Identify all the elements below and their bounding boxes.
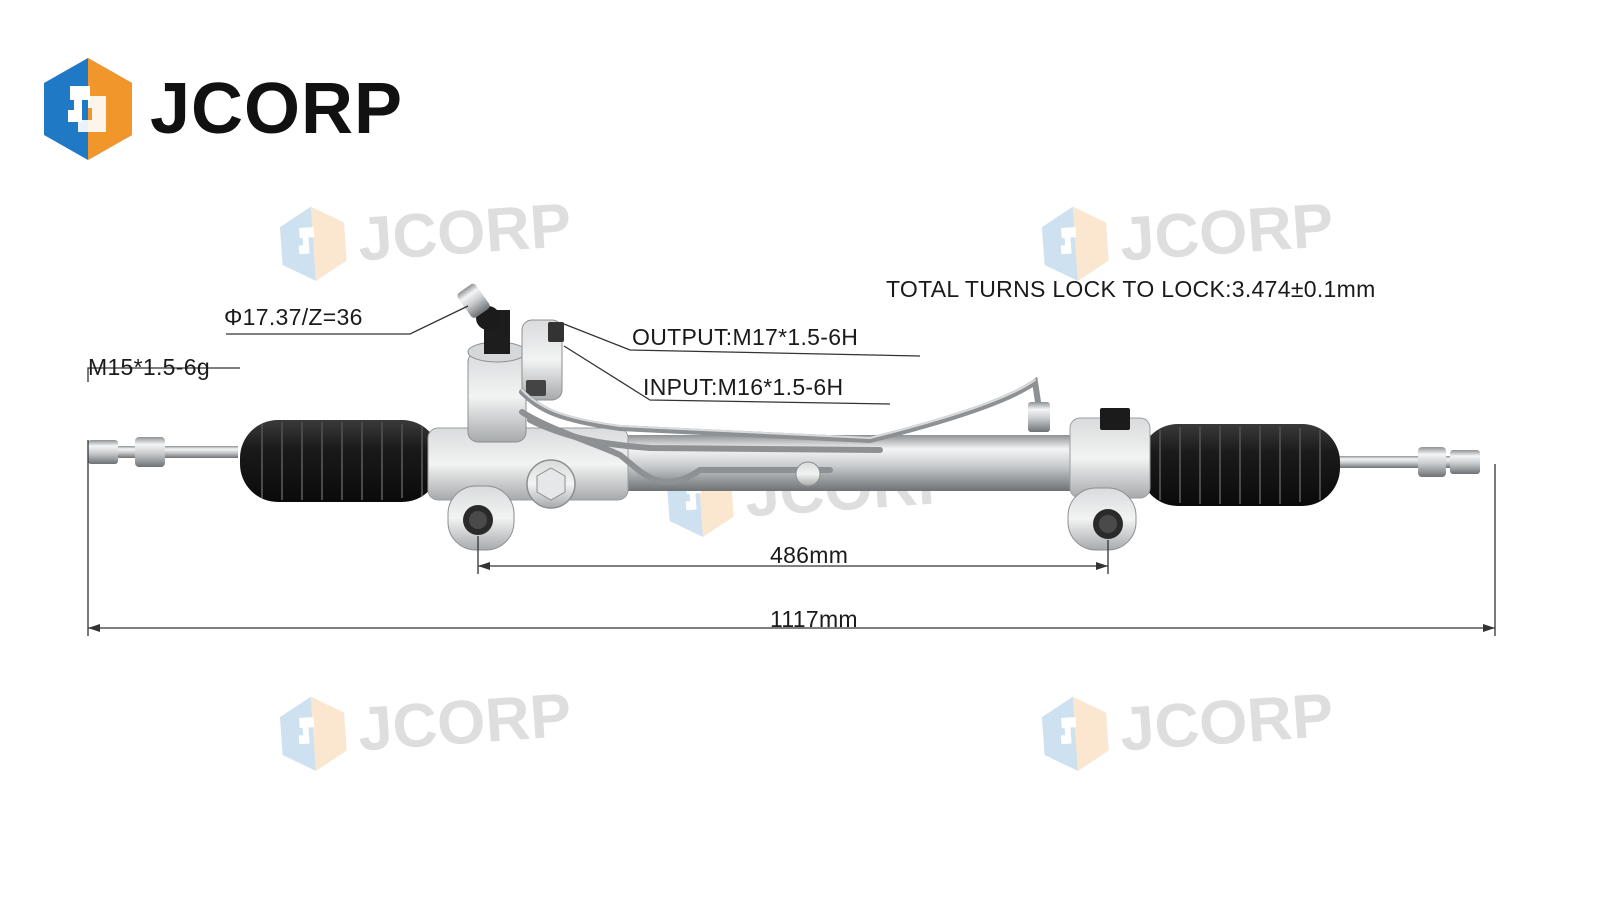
pinion-leader-line [226,305,469,335]
watermark-logo-icon [279,696,347,771]
dimension-lines [87,440,1496,636]
arrowhead [1096,562,1108,570]
watermark-logo-icon [279,206,347,281]
watermark: JCORP [1038,186,1336,286]
pinion-spec-label: Φ17.37/Z=36 [224,304,363,330]
tie-rod-thread-label: M15*1.5-6g [88,354,210,380]
line-clamp [795,461,821,487]
output-port [548,322,564,342]
overall-length-label: 1117mm [770,606,858,632]
thread-leader-line [87,367,240,382]
watermark: JCORP [276,676,574,776]
brand-logo: JCORP [40,56,403,162]
hexagon-j-logo-icon [44,58,132,160]
right-tie-rod-end [1450,450,1480,474]
total-turns-label: TOTAL TURNS LOCK TO LOCK:3.474±0.1mm [886,276,1376,302]
watermark: JCORP [1038,676,1336,776]
breather-cap [1100,408,1130,430]
rack-tube [620,435,1080,491]
watermark-logo-icon [1041,206,1109,281]
left-tie-rod-end [88,440,118,464]
brand-name: JCORP [150,69,404,149]
line-fitting [1028,402,1050,432]
arrowhead [88,624,100,632]
watermark: JCORP [276,186,574,286]
arrowhead [478,562,490,570]
left-tie-rod-nut [135,437,165,467]
valve-tower [467,351,527,443]
pinion-shaft [457,283,490,318]
mount-distance-label: 486mm [770,542,849,568]
leader-lines [87,305,921,405]
input-port [526,380,546,396]
input-port-label: INPUT:M16*1.5-6H [643,374,844,400]
left-bellows-boot [240,420,440,502]
output-leader-line [563,323,921,357]
watermark-logo-icon [1041,696,1109,771]
steering-rack-icon [88,283,1480,551]
output-port-label: OUTPUT:M17*1.5-6H [632,324,859,350]
right-bellows-boot [1140,424,1340,506]
right-tie-rod-nut [1418,447,1446,477]
arrowhead [1483,624,1495,632]
input-leader-line [563,345,891,405]
